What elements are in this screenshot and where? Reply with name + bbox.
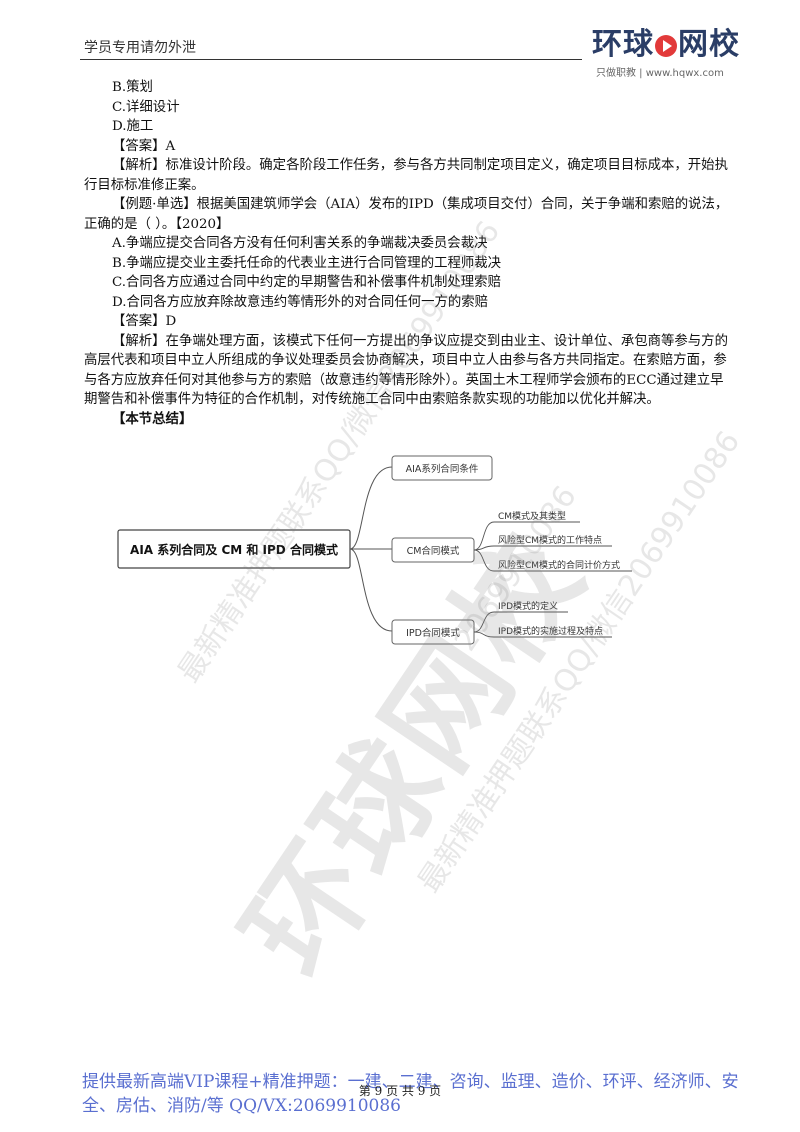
mindmap-leaf-cm-1: CM模式及其类型 [498, 510, 566, 522]
mindmap-leaf-cm-2: 风险型CM模式的工作特点 [498, 534, 602, 546]
header-rule [80, 59, 582, 60]
mindmap-branch-aia-label: AIA系列合同条件 [406, 463, 479, 475]
option-c: C.详细设计 [112, 99, 180, 115]
analysis-1: 【解析】标准设计阶段。确定各阶段工作任务，参与各方共同制定项目定义，确定项目目标… [84, 158, 728, 193]
q2-option-b: B.争端应提交业主委托任命的代表业主进行合同管理的工程师裁决 [112, 255, 502, 271]
logo-subtitle: 只做职教 | www.hqwx.com [596, 68, 724, 79]
mindmap-root-label: AIA 系列合同及 CM 和 IPD 合同模式 [130, 542, 338, 557]
mindmap-cm-connector-1 [473, 521, 580, 551]
mindmap-leaf-ipd-1: IPD模式的定义 [498, 600, 558, 612]
mindmap-branch-aia [391, 455, 493, 481]
q2-option-d: D.合同各方应放弃除故意违约等情形外的对合同任何一方的索赔 [112, 294, 489, 310]
mindmap-connector-1 [349, 466, 393, 550]
mindmap-branch-cm-label: CM合同模式 [407, 545, 460, 557]
mindmap-branch-ipd-label: IPD合同模式 [406, 627, 460, 639]
mindmap-connector-3 [349, 548, 393, 632]
section-summary-heading: 【本节总结】 [112, 410, 193, 427]
mindmap-cm-connector-2 [473, 545, 612, 551]
document-body: B.策划 C.详细设计 D.施工 【答案】A 【解析】标准设计阶段。确定各阶段工… [84, 78, 734, 429]
logo-text-b: 网校 [678, 27, 740, 62]
option-b: B.策划 [112, 80, 153, 95]
logo: 环球网校 只做职教 | www.hqwx.com [592, 27, 742, 80]
answer-2: 【答案】D [112, 314, 177, 329]
play-icon [655, 34, 677, 57]
q2-option-c: C.合同各方应通过合同中约定的早期警告和补偿事件机制处理索赔 [112, 275, 501, 290]
mindmap-leaf-ipd-2: IPD模式的实施过程及特点 [498, 625, 603, 637]
header-left-text: 学员专用请勿外泄 [84, 40, 196, 56]
option-d: D.施工 [112, 119, 154, 134]
analysis-2: 【解析】在争端处理方面，该模式下任何一方提出的争议应提交到由业主、设计单位、承包… [84, 333, 728, 408]
question-2: 【例题·单选】根据美国建筑师学会（AIA）发布的IPD（集成项目交付）合同，关于… [84, 197, 729, 232]
mindmap-leaf-cm-3: 风险型CM模式的合同计价方式 [498, 559, 620, 571]
mindmap-ipd-connector-2 [473, 631, 612, 638]
logo-text-a: 环球 [592, 27, 654, 62]
mindmap-ipd-connector-1 [473, 611, 568, 633]
footer-promo: 提供最新高端VIP课程+精准押题：一建、二建、咨询、监理、造价、环评、经济师、安… [82, 1072, 739, 1116]
answer-1: 【答案】A [112, 138, 176, 154]
page-number: 第 9 页 共 9 页 [358, 1084, 442, 1098]
q2-option-a: A.争端应提交合同各方没有任何利害关系的争端裁决委员会裁决 [112, 236, 488, 251]
mindmap-cm-connector-3 [473, 549, 632, 572]
